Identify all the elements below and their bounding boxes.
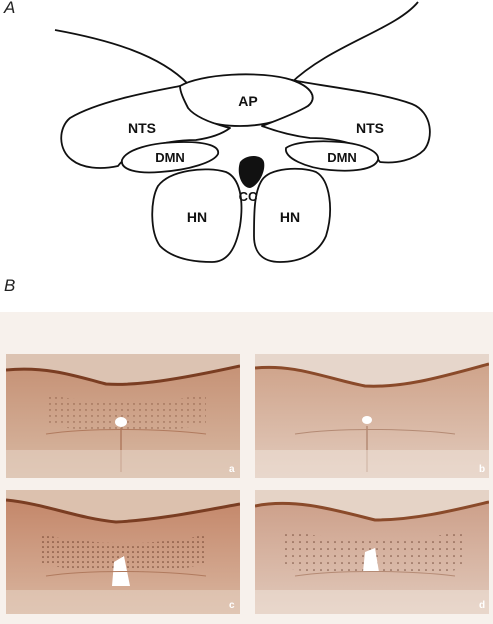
nts-right-label: NTS (356, 120, 384, 136)
hn-right-label: HN (280, 209, 300, 225)
brainstem-schematic: AP NTS NTS DMN DMN CC HN HN (54, 1, 431, 263)
dmn-left-region (121, 141, 219, 174)
hn-right-region (253, 167, 331, 263)
left-outline-curve (54, 29, 189, 85)
dmn-left-label: DMN (155, 150, 185, 165)
micrograph-a-letter: a (229, 464, 235, 475)
dmn-right-region (285, 140, 379, 172)
micrograph-d-letter: d (479, 600, 486, 611)
micrograph-a (6, 354, 240, 478)
hn-left-label: HN (187, 209, 207, 225)
dmn-right-label: DMN (327, 150, 357, 165)
panel-a-letter: A (4, 0, 16, 17)
micrograph-d (255, 490, 489, 614)
micrograph-c (6, 490, 240, 614)
panel-b-letter: B (4, 276, 16, 295)
ap-label: AP (238, 93, 257, 109)
nts-left-label: NTS (128, 120, 156, 136)
right-outline-curve (289, 1, 419, 85)
micrograph-b-letter: b (479, 464, 486, 475)
micrograph-b (255, 354, 489, 478)
micrograph-c-letter: c (229, 600, 235, 611)
central-canal (238, 156, 265, 188)
hn-left-region (151, 168, 243, 263)
cc-label: CC (239, 189, 258, 204)
